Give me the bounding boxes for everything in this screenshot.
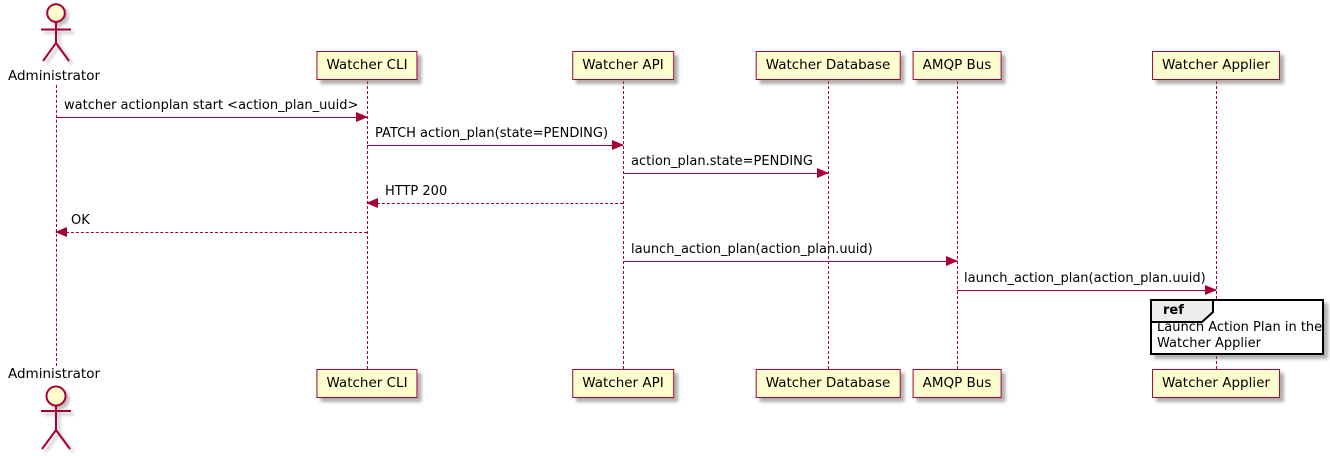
message-line [623, 261, 957, 262]
message-start-actionplan: watcher actionplan start <action_plan_uu… [56, 98, 368, 124]
ref-keyword: ref [1163, 303, 1184, 318]
message-http-200: HTTP 200 [366, 184, 623, 210]
message-line [957, 290, 1216, 291]
ref-tab-shape [1150, 299, 1214, 323]
message-patch-action-plan: PATCH action_plan(state=PENDING) [367, 126, 624, 152]
ref-fragment: ref Launch Action Plan in the Watcher Ap… [1150, 299, 1324, 355]
message-line [367, 203, 623, 204]
message-label: action_plan.state=PENDING [631, 154, 813, 169]
lifeline-administrator [56, 85, 57, 366]
arrow-right-icon [1205, 285, 1217, 295]
arrow-right-icon [817, 168, 829, 178]
lifeline-watcher-cli [367, 81, 368, 369]
participant-watcher-api-bottom: Watcher API [572, 369, 674, 398]
ref-text-line1: Launch Action Plan in the [1157, 320, 1323, 335]
participant-watcher-cli-top: Watcher CLI [316, 51, 418, 80]
ref-text-line2: Watcher Applier [1157, 336, 1261, 351]
message-launch-amqp: launch_action_plan(action_plan.uuid) [623, 242, 958, 268]
actor-administrator-label-bottom: Administrator [7, 366, 101, 382]
lifeline-watcher-applier [1216, 81, 1217, 369]
message-ok: OK [55, 213, 367, 239]
actor-administrator-icon-top [41, 3, 71, 62]
arrow-right-icon [356, 112, 368, 122]
lifeline-watcher-api [623, 81, 624, 369]
message-label: HTTP 200 [385, 184, 448, 199]
participant-amqp-bus-bottom: AMQP Bus [912, 369, 1002, 398]
participant-watcher-applier-bottom: Watcher Applier [1152, 369, 1280, 398]
arrow-left-icon [55, 227, 67, 237]
participant-watcher-cli-bottom: Watcher CLI [316, 369, 418, 398]
participant-watcher-database-bottom: Watcher Database [755, 369, 901, 398]
lifeline-watcher-database [828, 81, 829, 369]
message-line [56, 232, 367, 233]
message-label: launch_action_plan(action_plan.uuid) [631, 242, 873, 257]
message-line [367, 145, 623, 146]
message-label: OK [71, 213, 90, 228]
message-line [623, 173, 828, 174]
participant-amqp-bus-top: AMQP Bus [912, 51, 1002, 80]
participant-watcher-database-top: Watcher Database [755, 51, 901, 80]
message-db-state-pending: action_plan.state=PENDING [623, 154, 829, 180]
actor-administrator-icon-bottom [41, 385, 71, 450]
message-label: PATCH action_plan(state=PENDING) [375, 126, 609, 141]
lifeline-amqp-bus [957, 81, 958, 369]
arrow-right-icon [612, 140, 624, 150]
arrow-left-icon [366, 198, 378, 208]
message-line [56, 117, 367, 118]
ref-text: Launch Action Plan in the Watcher Applie… [1157, 320, 1322, 352]
message-launch-applier: launch_action_plan(action_plan.uuid) [957, 271, 1217, 297]
actor-administrator-label-top: Administrator [7, 68, 101, 84]
participant-watcher-applier-top: Watcher Applier [1152, 51, 1280, 80]
message-label: launch_action_plan(action_plan.uuid) [964, 271, 1206, 286]
arrow-right-icon [946, 256, 958, 266]
participant-watcher-api-top: Watcher API [572, 51, 674, 80]
message-label: watcher actionplan start <action_plan_uu… [64, 98, 359, 113]
